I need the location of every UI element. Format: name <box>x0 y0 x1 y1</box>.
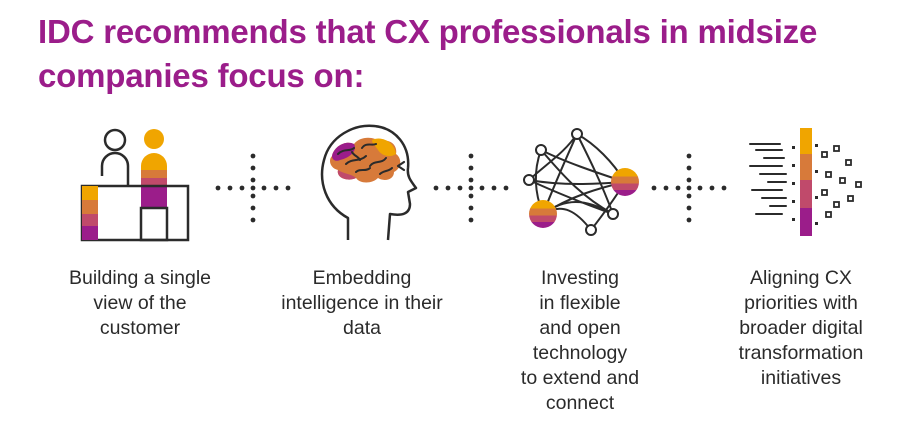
page-title: IDC recommends that CX professionals in … <box>38 10 898 98</box>
brain-head-icon <box>320 124 418 241</box>
step-caption-embedding-intelligence: Embedding intelligence in their data <box>281 267 443 339</box>
title-line-1: IDC recommends that CX professionals in … <box>38 13 818 50</box>
network-icon <box>523 128 639 236</box>
digital-transformation-icon <box>749 128 862 236</box>
customer-view-icon <box>80 128 190 242</box>
step-caption-investing-technology: Investing in flexible and open technolog… <box>520 267 640 414</box>
step-caption-aligning-priorities: Aligning CX priorities with broader digi… <box>738 267 864 389</box>
connector-dots-2 <box>433 153 509 223</box>
step-caption-customer-view: Building a single view of the customer <box>68 267 211 339</box>
connector-dots-1 <box>215 153 291 223</box>
connector-dots-3 <box>651 153 727 223</box>
title-line-2: companies focus on: <box>38 57 365 94</box>
